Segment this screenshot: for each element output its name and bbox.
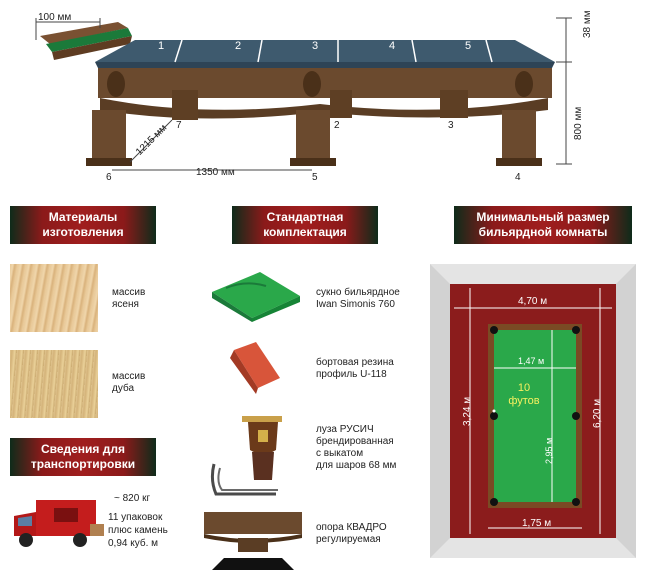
size-unit: футов	[508, 395, 540, 407]
kit-header: Стандартная комплектация	[232, 206, 378, 244]
surface-thickness-label: 38 мм	[582, 10, 593, 38]
room-width-label: 4,70 м	[518, 296, 548, 307]
material-caption: массив дуба	[112, 371, 145, 395]
leg-support-image	[204, 508, 302, 574]
caption-line: регулируемая	[316, 534, 381, 545]
leg-number: 4	[515, 172, 521, 183]
kit-caption: опора КВАДРО регулируемая	[316, 522, 387, 546]
caption-line: бортовая резина	[316, 357, 394, 368]
pocket-image	[206, 410, 296, 502]
leg-number: 7	[176, 120, 182, 131]
header-line: изготовления	[42, 225, 124, 239]
slate-number: 3	[312, 40, 319, 52]
caption-line: Iwan Simonis 760	[316, 299, 395, 310]
length-label: 1350 мм	[196, 167, 235, 178]
room-side-label: 3,24 м	[462, 396, 473, 426]
header-line: бильярдной комнаты	[478, 225, 608, 239]
header-line: Стандартная	[266, 210, 344, 224]
play-length-label: 2,95 м	[544, 437, 554, 464]
cushion-rubber-image	[226, 340, 286, 396]
caption-line: сукно бильярдное	[316, 287, 400, 298]
table-width-label: 1,75 м	[522, 518, 552, 529]
table-height-label: 800 мм	[573, 106, 584, 140]
caption-line: опора КВАДРО	[316, 522, 387, 533]
slate-number: 1	[158, 40, 165, 52]
table-diagram: 100 мм 38 мм 800 мм 1215 мм 1350 мм 1 2 …	[0, 0, 649, 190]
cloth-image	[206, 262, 302, 324]
delivery-truck-icon	[10, 494, 106, 550]
kit-caption: бортовая резина профиль U-118	[316, 357, 394, 381]
billiard-table-drawing	[35, 17, 572, 171]
header-line: Минимальный размер	[476, 210, 610, 224]
weight-text: ~ 820 кг	[114, 493, 151, 504]
header-line: комплектация	[263, 225, 347, 239]
caption-line: массив	[112, 287, 146, 298]
caption-line: луза РУСИЧ	[316, 424, 374, 435]
caption-line: ясеня	[112, 299, 139, 310]
caption-line: массив	[112, 371, 146, 382]
room-plan	[430, 264, 636, 558]
header-line: Сведения для	[40, 442, 126, 456]
volume-text: 0,94 куб. м	[108, 538, 158, 549]
oak-wood-sample	[10, 350, 98, 418]
leg-number: 6	[106, 172, 112, 183]
header-line: Материалы	[48, 210, 118, 224]
caption-line: профиль U-118	[316, 369, 387, 380]
transport-header: Сведения для транспортировки	[10, 438, 156, 476]
materials-header: Материалы изготовления	[10, 206, 156, 244]
material-caption: массив ясеня	[112, 287, 145, 311]
leg-number: 2	[334, 120, 340, 131]
leg-number: 5	[312, 172, 318, 183]
kit-caption: луза РУСИЧ брендированная с выкатом для …	[316, 424, 396, 472]
slate-number: 2	[235, 40, 242, 52]
room-header: Минимальный размер бильярдной комнаты	[454, 206, 632, 244]
kit-caption: сукно бильярдное Iwan Simonis 760	[316, 287, 400, 311]
size-value: 10	[517, 382, 531, 394]
rail-width-label: 100 мм	[38, 12, 72, 23]
play-width-label: 1,47 м	[518, 356, 545, 366]
slate-number: 4	[389, 40, 396, 52]
ash-wood-sample	[10, 264, 98, 332]
table-size-label: 10 футов	[500, 382, 548, 408]
room-length-label: 6,20 м	[592, 398, 603, 428]
caption-line: для шаров 68 мм	[316, 460, 397, 471]
caption-line: с выкатом	[316, 448, 364, 459]
caption-line: брендированная	[316, 436, 394, 447]
packages-text: 11 упаковок	[108, 512, 163, 523]
transport-info: ~ 820 кг 11 упаковок плюс камень 0,94 ку…	[108, 492, 168, 550]
slate-number: 5	[465, 40, 472, 52]
leg-number: 3	[448, 120, 454, 131]
caption-line: дуба	[112, 383, 135, 394]
header-line: транспортировки	[30, 457, 136, 471]
packages-text: плюс камень	[108, 525, 168, 536]
